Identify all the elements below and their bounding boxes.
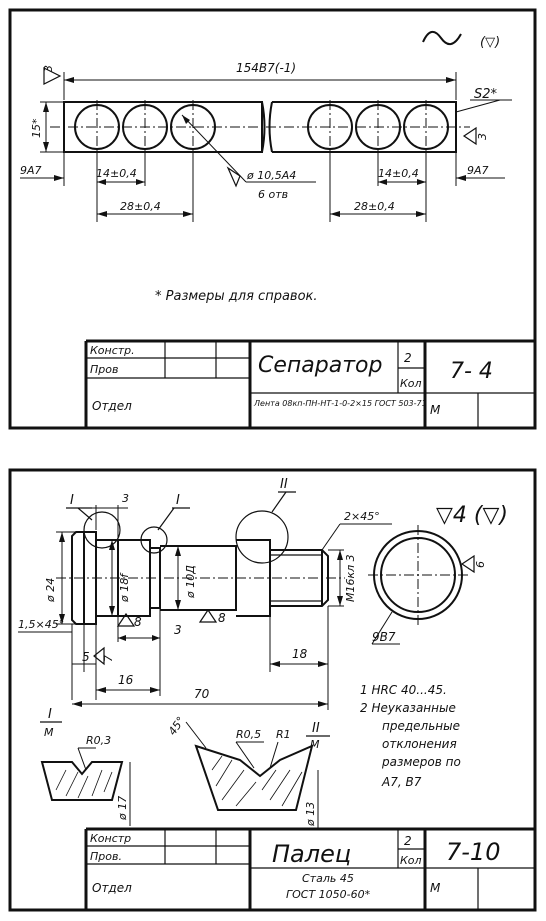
dim-d10: ø 10Д bbox=[184, 565, 197, 599]
rough-8b: 8 bbox=[218, 611, 226, 625]
dim-9B7: 9B7 bbox=[372, 630, 396, 644]
detail-I-scale: M bbox=[44, 726, 54, 739]
dim-16: 16 bbox=[118, 673, 134, 687]
tb1-prov: Пров bbox=[90, 363, 118, 376]
pin-end-view bbox=[368, 525, 468, 625]
frame-1 bbox=[8, 8, 537, 430]
roughness-left-icon bbox=[43, 67, 62, 85]
roughness-hole-icon bbox=[226, 166, 241, 188]
detail-I: I M R0,3 ø 17 bbox=[40, 707, 131, 826]
note-line-4: отклонения bbox=[382, 737, 457, 751]
tb2-name: Палец bbox=[272, 840, 351, 868]
roughness-8a-icon bbox=[116, 612, 136, 627]
dim-hole-count: 6 отв bbox=[258, 188, 288, 201]
tb1-material: Лента 08кп-ПН-НТ-1-0-2×15 ГОСТ 503-71 bbox=[253, 399, 427, 408]
note-line-2: 2 Неуказанные bbox=[360, 701, 456, 715]
dim-height: 15* bbox=[30, 118, 43, 138]
dim-18: 18 bbox=[292, 647, 308, 661]
title-block-2: Констр Пров. Отдел Палец 2 Кол 7-10 Стал… bbox=[84, 827, 535, 910]
technical-notes: 1 HRC 40...45. 2 Неуказанные предельные … bbox=[360, 683, 461, 789]
detail-II-scale: M bbox=[310, 738, 320, 751]
dim-hole: ø 10,5A4 bbox=[246, 169, 296, 182]
tb2-otdel: Отдел bbox=[92, 881, 132, 895]
dim-3-top: 3 bbox=[122, 492, 129, 505]
roughness-8b-icon bbox=[198, 608, 218, 623]
tb1-qty: 2 bbox=[404, 351, 412, 365]
dim-chamfer-left: 1,5×45° bbox=[18, 618, 64, 631]
pin-side-view bbox=[56, 531, 345, 625]
tb2-material-1: Сталь 45 bbox=[302, 872, 354, 885]
dim-thread: М16кл 3 bbox=[344, 554, 357, 602]
rough-7: 7 bbox=[102, 655, 115, 662]
detail-II-label: II bbox=[312, 721, 320, 736]
tb1-kol: Кол bbox=[400, 377, 422, 390]
note-reference: * Размеры для справок. bbox=[155, 289, 318, 304]
dim-thickness: S2* bbox=[474, 87, 498, 102]
dim-end-right: 9A7 bbox=[467, 164, 489, 177]
dim-overall: 154B7(-1) bbox=[236, 61, 296, 75]
detail-II: 45° R0,5 R1 II M ø 13 bbox=[166, 714, 330, 830]
drawing-1-separator: (▽) 154B7(-1) 3 bbox=[8, 8, 537, 430]
finish-mark-2: ▽4 (▽) bbox=[436, 503, 508, 528]
callout-II: II bbox=[280, 477, 288, 492]
tb2-kol: Кол bbox=[400, 854, 422, 867]
tb2-sheet: 7-10 bbox=[446, 838, 500, 866]
detail-II-radius-1: R0,5 bbox=[236, 728, 261, 741]
detail-I-radius: R0,3 bbox=[86, 734, 111, 747]
detail-circle-I-b bbox=[140, 526, 168, 554]
callout-I-b: I bbox=[176, 493, 180, 508]
tb1-mark: М bbox=[430, 403, 441, 417]
tb2-qty: 2 bbox=[404, 834, 412, 848]
detail-circle-I-a bbox=[83, 511, 121, 549]
rough-left-value: 3 bbox=[42, 65, 55, 72]
note-line-3: предельные bbox=[382, 719, 460, 733]
rough-8a: 8 bbox=[134, 615, 142, 629]
wavy-finish-icon bbox=[422, 31, 462, 45]
detail-I-label: I bbox=[48, 707, 52, 722]
dim-pitch-left: 14±0,4 bbox=[96, 167, 137, 180]
detail-I-diameter: ø 17 bbox=[116, 796, 129, 821]
tb1-name: Сепаратор bbox=[258, 353, 382, 378]
detail-circle-II bbox=[235, 510, 289, 564]
tb2-konstr: Констр bbox=[90, 832, 131, 845]
detail-II-radius-2: R1 bbox=[276, 728, 291, 741]
dim-chamfer-right: 2×45° bbox=[344, 510, 380, 523]
finish-mark-label: (▽) bbox=[480, 35, 500, 50]
frame-2 bbox=[8, 468, 537, 912]
roughness-6-icon bbox=[460, 554, 475, 574]
dim-pitch-right: 14±0,4 bbox=[378, 167, 419, 180]
note-line-6: A7, B7 bbox=[381, 775, 422, 789]
tb1-konstr: Констр. bbox=[90, 344, 135, 357]
dim-5: 5 bbox=[82, 650, 90, 664]
drawing-2-pin: ▽4 (▽) I I bbox=[8, 468, 537, 912]
detail-II-angle: 45° bbox=[166, 714, 188, 737]
roughness-7-icon bbox=[93, 646, 105, 666]
dim-d24: ø 24 bbox=[44, 578, 57, 603]
tb1-otdel: Отдел bbox=[92, 399, 132, 413]
rough-6: 6 bbox=[474, 561, 487, 568]
tb1-sheet: 7- 4 bbox=[450, 359, 493, 384]
tb2-prov: Пров. bbox=[90, 850, 122, 863]
dim-70: 70 bbox=[194, 687, 210, 701]
note-line-5: размеров по bbox=[381, 755, 461, 769]
dim-span-left: 28±0,4 bbox=[120, 200, 161, 213]
dim-d18: ø 18f bbox=[118, 572, 131, 603]
title-block-1: Констр. Пров Отдел Сепаратор 2 Кол 7- 4 … bbox=[84, 339, 535, 428]
roughness-right-icon bbox=[462, 126, 477, 146]
tb2-mark: М bbox=[430, 881, 441, 895]
tb2-material-2: ГОСТ 1050-60* bbox=[286, 888, 371, 901]
rough-right-value: 3 bbox=[476, 133, 489, 140]
note-line-1: 1 HRC 40...45. bbox=[360, 683, 447, 697]
dim-3-bottom: 3 bbox=[174, 623, 182, 637]
callout-I-a: I bbox=[70, 493, 74, 508]
detail-II-diameter: ø 13 bbox=[304, 802, 317, 827]
dim-end-left: 9A7 bbox=[20, 164, 42, 177]
dim-span-right: 28±0,4 bbox=[354, 200, 395, 213]
